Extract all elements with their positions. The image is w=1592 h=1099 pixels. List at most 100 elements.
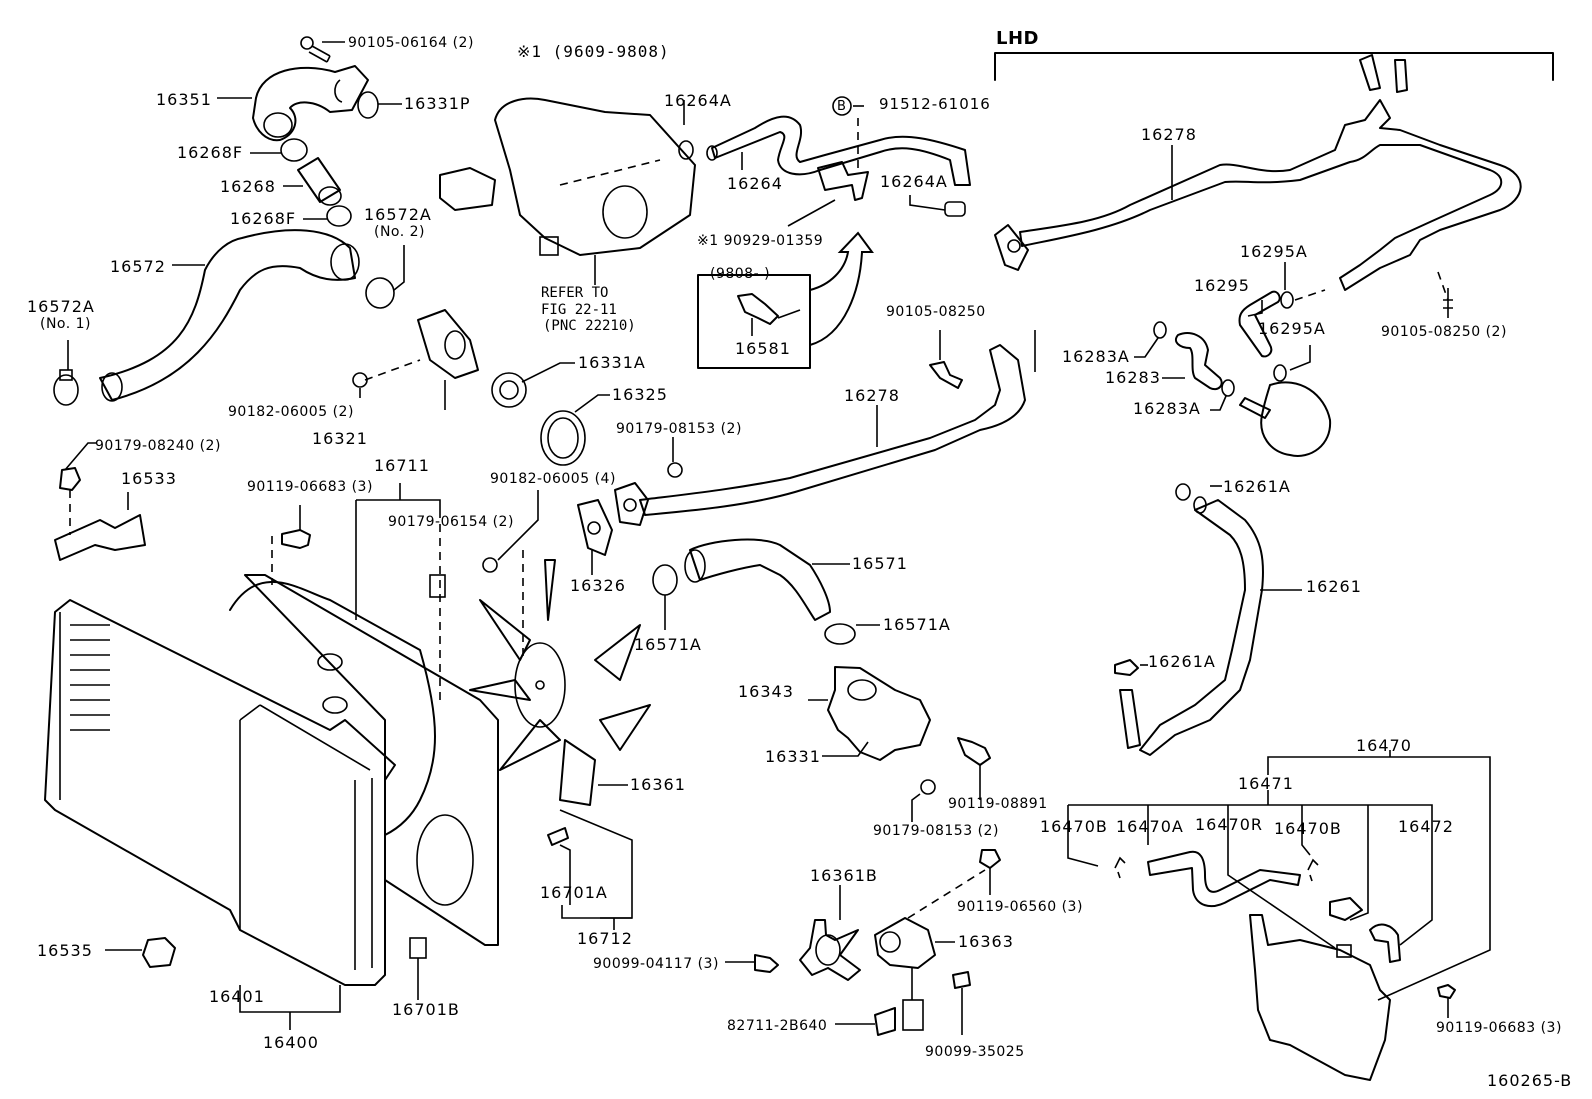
label-90119-06683-lower[interactable]: 90119-06683 (3) <box>1436 1020 1562 1036</box>
label-16363[interactable]: 16363 <box>958 932 1014 951</box>
nut-90179-08240-icon <box>59 467 81 491</box>
label-16283A-upper[interactable]: 16283A <box>1062 347 1130 366</box>
label-16361B[interactable]: 16361B <box>810 866 878 885</box>
radiator-16401-icon <box>44 599 396 986</box>
bolt-90119-06683-icon <box>281 529 311 549</box>
label-90105-06164[interactable]: 90105-06164 (2) <box>348 35 474 51</box>
label-16261A-upper[interactable]: 16261A <box>1223 477 1291 496</box>
label-90179-08240[interactable]: 90179-08240 (2) <box>95 438 221 454</box>
clip-90179-06154-icon <box>429 574 446 598</box>
label-90119-08891[interactable]: 90119-08891 <box>948 796 1048 812</box>
label-16535[interactable]: 16535 <box>37 941 93 960</box>
label-90179-08153-lower[interactable]: 90179-08153 (2) <box>873 823 999 839</box>
label-16283[interactable]: 16283 <box>1105 368 1161 387</box>
clamp-16283A-upper-icon <box>1153 321 1167 339</box>
water-outlet-16351-icon <box>252 65 369 142</box>
thermostat-housing-16321-icon <box>417 309 479 379</box>
label-16572[interactable]: 16572 <box>110 257 166 276</box>
label-16264[interactable]: 16264 <box>727 174 783 193</box>
label-16283A-lower[interactable]: 16283A <box>1133 399 1201 418</box>
bolt-90119-06560-icon <box>979 849 1001 869</box>
label-16295A-upper[interactable]: 16295A <box>1240 242 1308 261</box>
label-16264A-lower[interactable]: 16264A <box>880 172 948 191</box>
clamp-16572A-no1-icon <box>53 374 79 406</box>
label-16471[interactable]: 16471 <box>1238 774 1294 793</box>
label-90182-06005-4[interactable]: 90182-06005 (4) <box>490 471 616 487</box>
bracket-16533-icon <box>54 514 146 561</box>
label-90119-06683-upper[interactable]: 90119-06683 (3) <box>247 479 373 495</box>
label-16278[interactable]: 16278 <box>844 386 900 405</box>
label-16571A-right[interactable]: 16571A <box>883 615 951 634</box>
label-16470[interactable]: 16470 <box>1356 736 1412 755</box>
nut-90182-06005-lower-icon <box>482 557 498 573</box>
thermostat-16331A-icon <box>491 372 527 408</box>
label-16400[interactable]: 16400 <box>263 1033 319 1052</box>
label-16351[interactable]: 16351 <box>156 90 212 109</box>
label-16278-lhd[interactable]: 16278 <box>1141 125 1197 144</box>
label-16295A-lower[interactable]: 16295A <box>1258 319 1326 338</box>
clip-82711-2B640-icon <box>874 1007 896 1036</box>
label-90105-08250[interactable]: 90105-08250 <box>886 304 986 320</box>
label-16331A[interactable]: 16331A <box>578 353 646 372</box>
hose-16261-icon <box>1139 499 1265 756</box>
label-16268[interactable]: 16268 <box>220 177 276 196</box>
circle-b-symbol <box>832 96 852 116</box>
clamp-16261A-upper-icon <box>1175 483 1191 501</box>
label-16470R[interactable]: 16470R <box>1195 815 1264 834</box>
label-16572A-no2[interactable]: 16572A <box>364 205 432 224</box>
label-16331[interactable]: 16331 <box>765 747 821 766</box>
label-16572A-no1[interactable]: 16572A <box>27 297 95 316</box>
label-90099-04117[interactable]: 90099-04117 (3) <box>593 956 719 972</box>
label-16712[interactable]: 16712 <box>577 929 633 948</box>
gasket-16268F-upper-icon <box>280 138 308 162</box>
label-16572A-no2-sub: (No. 2) <box>374 224 426 240</box>
cap-16470R-icon <box>1329 897 1363 921</box>
label-90179-08153-upper[interactable]: 90179-08153 (2) <box>616 421 742 437</box>
lhd-bracket <box>994 52 1554 81</box>
label-90182-06005-2[interactable]: 90182-06005 (2) <box>228 404 354 420</box>
fan-16361-icon <box>469 559 651 806</box>
label-91512-61016[interactable]: 91512-61016 <box>879 95 991 113</box>
label-90099-35025[interactable]: 90099-35025 <box>925 1044 1025 1060</box>
label-16571[interactable]: 16571 <box>852 554 908 573</box>
screw-90099-04117-icon <box>754 954 779 973</box>
label-16261A-lower[interactable]: 16261A <box>1148 652 1216 671</box>
label-16711[interactable]: 16711 <box>374 456 430 475</box>
label-16268F-upper[interactable]: 16268F <box>177 143 244 162</box>
label-16264A-upper[interactable]: 16264A <box>664 91 732 110</box>
label-16326[interactable]: 16326 <box>570 576 626 595</box>
hose-16572-icon <box>99 229 356 401</box>
refer-note-line3: (PNC 22210) <box>543 318 636 334</box>
label-16295[interactable]: 16295 <box>1194 276 1250 295</box>
label-16571A-left[interactable]: 16571A <box>634 635 702 654</box>
label-16581[interactable]: 16581 <box>735 339 791 358</box>
label-16261[interactable]: 16261 <box>1306 577 1362 596</box>
label-16701B[interactable]: 16701B <box>392 1000 460 1019</box>
clamp-16572A-no2-icon <box>365 277 395 309</box>
label-16470A[interactable]: 16470A <box>1116 817 1184 836</box>
label-90929-01359[interactable]: ※1 90929-01359 <box>697 233 824 249</box>
label-16331P[interactable]: 16331P <box>404 94 471 113</box>
label-16343[interactable]: 16343 <box>738 682 794 701</box>
label-16401[interactable]: 16401 <box>209 987 265 1006</box>
label-82711-2B640[interactable]: 82711-2B640 <box>727 1018 828 1034</box>
label-16472[interactable]: 16472 <box>1398 817 1454 836</box>
inset-arrow-icon <box>809 231 874 347</box>
label-90179-06154[interactable]: 90179-06154 (2) <box>388 514 514 530</box>
label-16470B-left[interactable]: 16470B <box>1040 817 1108 836</box>
heater-valve-icon <box>1260 381 1332 457</box>
label-16268F-lower[interactable]: 16268F <box>230 209 297 228</box>
label-16321[interactable]: 16321 <box>312 429 368 448</box>
label-16361[interactable]: 16361 <box>630 775 686 794</box>
hose-16264-icon <box>711 115 971 186</box>
label-16701A[interactable]: 16701A <box>540 883 608 902</box>
label-16470B-right[interactable]: 16470B <box>1274 819 1342 838</box>
clamp-90099-35025-icon <box>952 971 971 989</box>
gasket-16326-icon <box>577 499 613 556</box>
label-90105-08250-2[interactable]: 90105-08250 (2) <box>1381 324 1507 340</box>
label-16325[interactable]: 16325 <box>612 385 668 404</box>
label-16533[interactable]: 16533 <box>121 469 177 488</box>
label-90119-06560[interactable]: 90119-06560 (3) <box>957 899 1083 915</box>
variant-note: ※1 (9609-9808) <box>517 42 670 61</box>
